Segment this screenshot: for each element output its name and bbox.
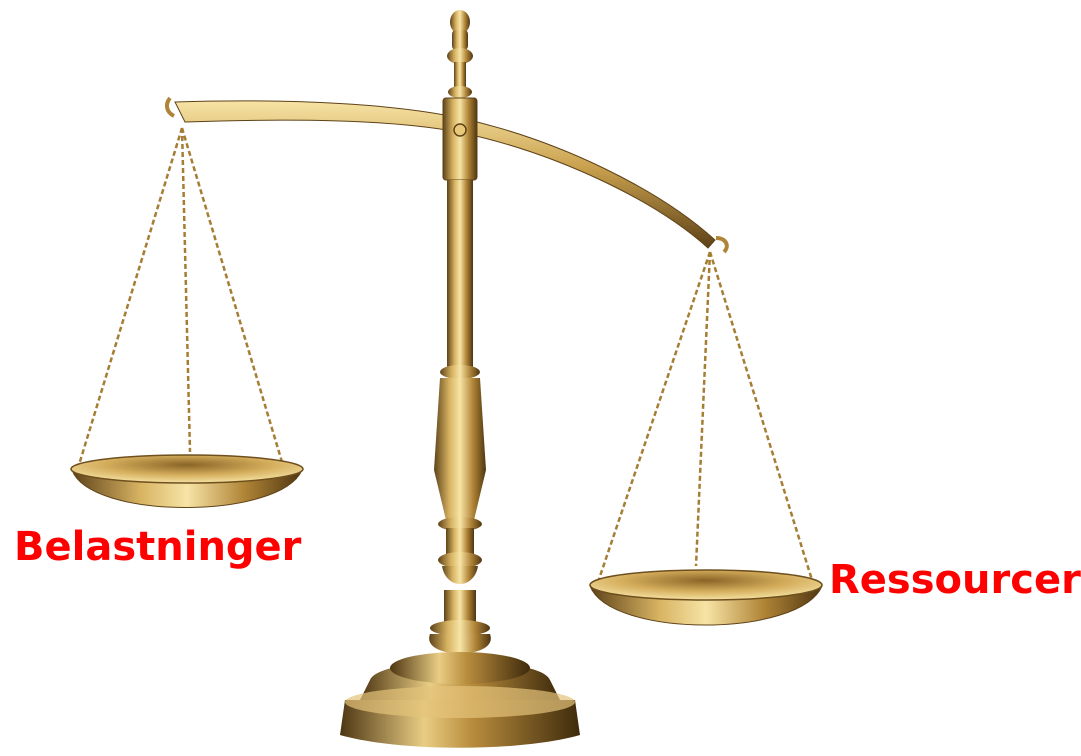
scale-column: [429, 10, 491, 654]
left-chains: [78, 128, 282, 468]
label-ressourcer: Ressourcer: [829, 560, 1081, 600]
scale-base: [340, 652, 580, 748]
left-pan: [71, 455, 303, 508]
right-chains: [598, 252, 812, 582]
label-belastninger: Belastninger: [14, 527, 301, 567]
right-pan: [590, 570, 822, 625]
